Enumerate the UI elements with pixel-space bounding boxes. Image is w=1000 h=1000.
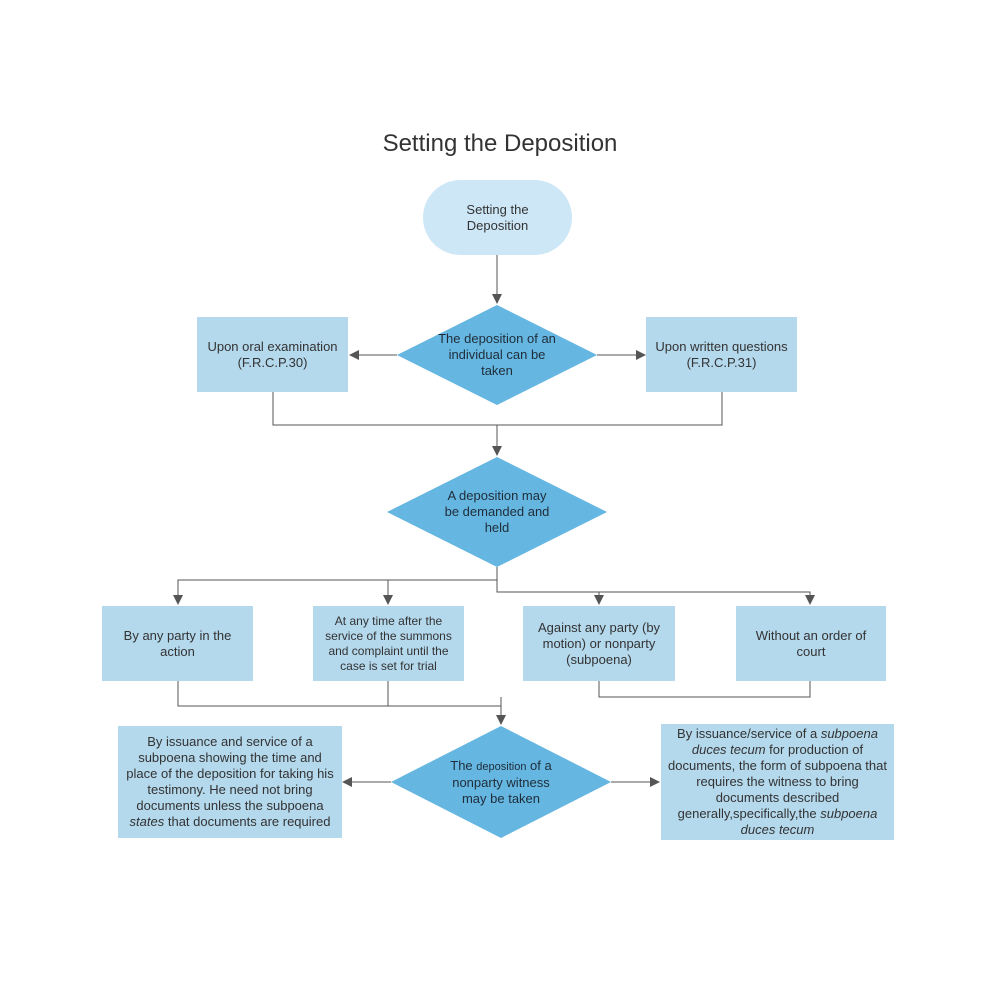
subpoena-testimony-label: By issuance and service of a subpoena sh… <box>126 734 334 829</box>
connector-right-merge <box>598 681 811 698</box>
decision-demanded-label: A deposition may be demanded and held <box>437 482 557 542</box>
any-party-box: By any party in the action <box>102 606 253 681</box>
against-party-label: Against any party (by motion) or nonpart… <box>537 619 661 667</box>
any-time-box: At any time after the service of the sum… <box>313 606 464 681</box>
oral-examination-box: Upon oral examination (F.R.C.P.30) <box>197 317 348 392</box>
against-party-box: Against any party (by motion) or nonpart… <box>523 606 675 681</box>
diagram-title: Setting the Deposition <box>382 130 618 157</box>
decision-diamond-demanded <box>387 457 607 567</box>
connector-to-any-party <box>173 579 497 605</box>
any-party-label: By any party in the action <box>123 627 232 659</box>
decision-individual-label: The deposition of an individual can be t… <box>437 325 557 385</box>
connector-to-against-party <box>496 567 604 605</box>
written-questions-box: Upon written questions (F.R.C.P.31) <box>646 317 797 392</box>
connector-to-any-time <box>383 579 497 605</box>
decision-nonparty-label: The deposition of a nonparty witness may… <box>441 756 561 808</box>
without-order-box: Without an order of court <box>736 606 886 681</box>
connector-to-without-order <box>497 591 815 605</box>
subpoena-duces-tecum-label: By issuance/service of a subpoena duces … <box>668 726 887 837</box>
start-terminal: Setting the Deposition <box>423 180 572 255</box>
decision-diamond-individual <box>397 305 597 405</box>
decision-individual-text: The deposition of an individual can be t… <box>438 331 556 378</box>
written-questions-label: Upon written questions (F.R.C.P.31) <box>655 338 788 370</box>
decision-demanded-text: A deposition may be demanded and held <box>444 488 550 535</box>
oral-examination-label: Upon oral examination (F.R.C.P.30) <box>207 338 338 370</box>
decision-nonparty-text: The deposition of a nonparty witness may… <box>450 757 552 806</box>
connector-left-merge <box>177 681 389 707</box>
subpoena-testimony-box: By issuance and service of a subpoena sh… <box>118 726 342 838</box>
without-order-label: Without an order of court <box>755 627 867 659</box>
decision-diamond-nonparty <box>391 726 611 838</box>
start-label: Setting the Deposition <box>466 201 529 233</box>
subpoena-duces-tecum-box: By issuance/service of a subpoena duces … <box>661 724 894 840</box>
any-time-label: At any time after the service of the sum… <box>325 613 452 673</box>
